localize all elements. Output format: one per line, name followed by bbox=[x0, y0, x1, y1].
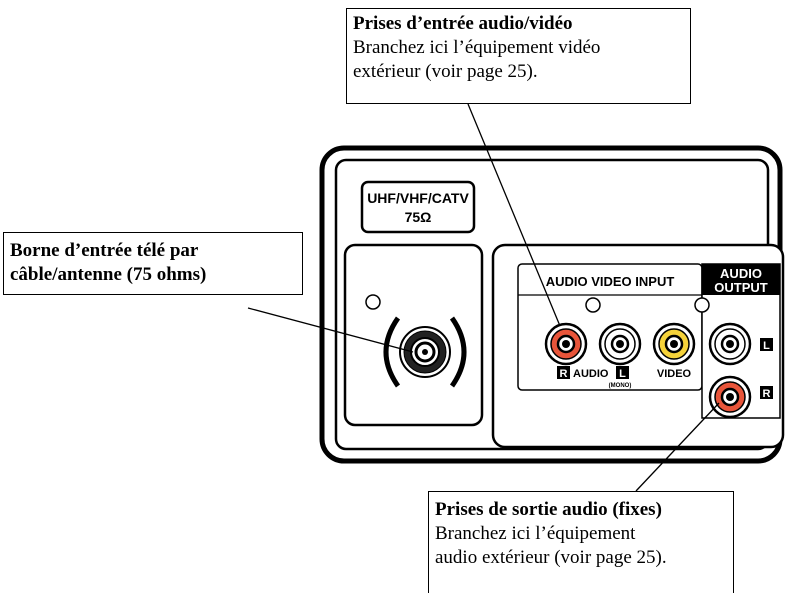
callout-av-input: Prises d’entrée audio/vidéo Branchez ici… bbox=[346, 8, 691, 104]
badge-r-output bbox=[760, 386, 773, 399]
screw-hole-left bbox=[365, 294, 381, 310]
antenna-label-line2: 75Ω bbox=[405, 209, 432, 225]
callout-antenna: Borne d’entrée télé par câble/antenne (7… bbox=[3, 232, 303, 295]
audio-output-header-line1: AUDIO bbox=[720, 266, 762, 281]
audio-output-header-line2: OUTPUT bbox=[714, 280, 768, 295]
label-mono: (MONO) bbox=[609, 383, 632, 389]
badge-l-input bbox=[616, 366, 629, 379]
badge-l-input-text: L bbox=[619, 368, 626, 380]
screw-hole-middle bbox=[585, 297, 601, 313]
label-video: VIDEO bbox=[657, 368, 692, 380]
callout-out-desc-line2: audio extérieur (voir page 25). bbox=[435, 547, 667, 568]
antenna-label-box bbox=[360, 180, 476, 234]
audio-out-l-jack[interactable] bbox=[708, 322, 752, 366]
video-in-jack[interactable] bbox=[652, 322, 696, 366]
callout-audio-out: Prises de sortie audio (fixes) Branchez … bbox=[428, 491, 734, 593]
callout-av-title: Prises d’entrée audio/vidéo bbox=[353, 13, 573, 34]
badge-l-output-text: L bbox=[763, 340, 770, 352]
badge-r-input bbox=[557, 366, 570, 379]
audio-out-r-jack[interactable] bbox=[708, 375, 752, 419]
callout-out-desc-line1: Branchez ici l’équipement bbox=[435, 523, 636, 544]
label-audio: AUDIO bbox=[573, 368, 609, 380]
badge-l-output bbox=[760, 338, 773, 351]
leader-audio-out bbox=[635, 402, 720, 492]
av-input-header: AUDIO VIDEO INPUT bbox=[546, 274, 675, 289]
badge-r-input-text: R bbox=[560, 368, 568, 380]
callout-out-title: Prises de sortie audio (fixes) bbox=[435, 499, 662, 520]
callout-av-desc-line1: Branchez ici l’équipement vidéo bbox=[353, 37, 601, 58]
callout-av-desc-line2: extérieur (voir page 25). bbox=[353, 61, 538, 82]
audio-output-header-bg bbox=[702, 264, 780, 295]
antenna-jack[interactable] bbox=[399, 326, 451, 378]
screw-hole-right bbox=[694, 297, 710, 313]
antenna-arc-right bbox=[449, 316, 467, 388]
callout-antenna-line1: Borne d’entrée télé par bbox=[10, 240, 199, 261]
antenna-arc-left bbox=[383, 316, 401, 388]
audio-in-r-jack[interactable] bbox=[544, 322, 588, 366]
badge-r-output-text: R bbox=[763, 388, 771, 400]
audio-in-l-jack[interactable] bbox=[598, 322, 642, 366]
antenna-label-line1: UHF/VHF/CATV bbox=[367, 190, 469, 206]
leader-av-input bbox=[467, 103, 561, 327]
leader-antenna bbox=[247, 307, 414, 353]
callout-antenna-line2: câble/antenne (75 ohms) bbox=[10, 264, 207, 285]
